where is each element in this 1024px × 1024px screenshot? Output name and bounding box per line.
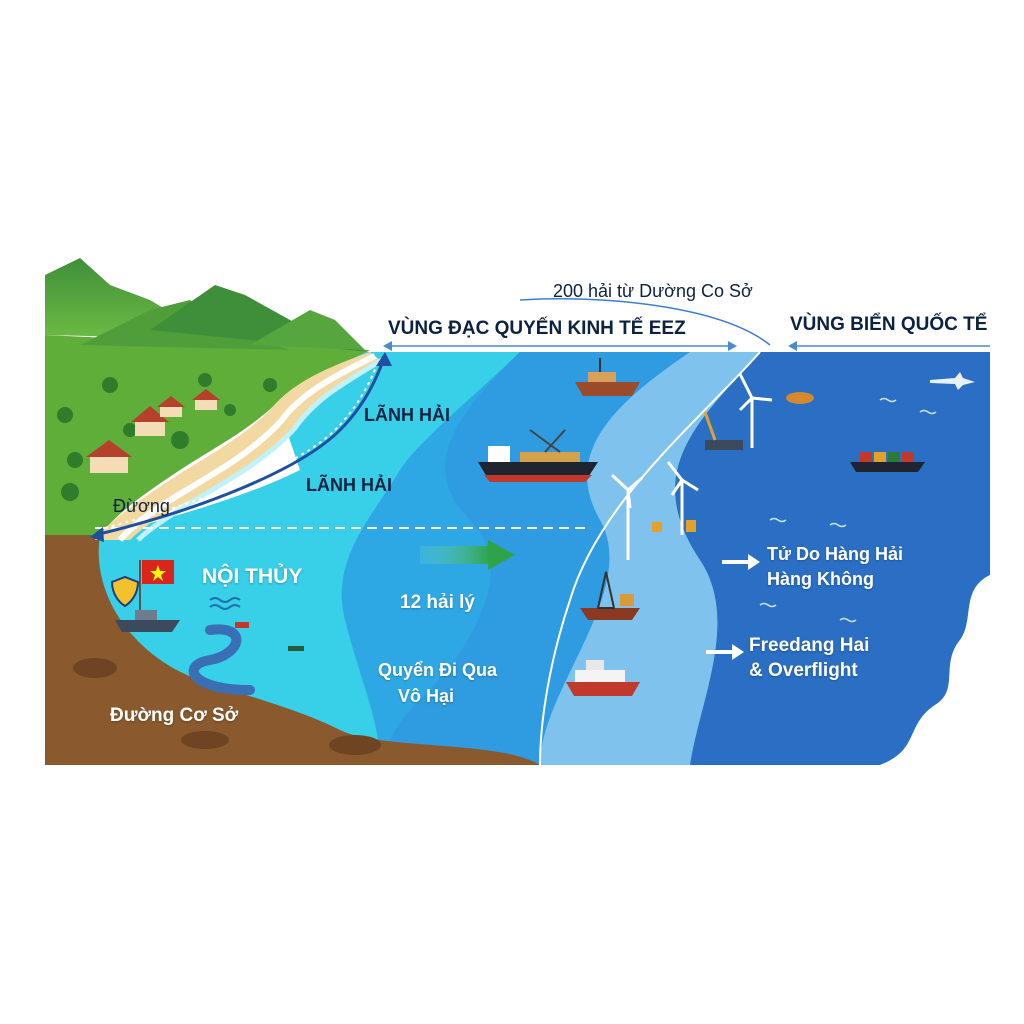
ocean-edge	[880, 575, 990, 765]
surf-line	[117, 353, 377, 542]
wave-marks	[759, 397, 937, 623]
baseline-label: Đường Cơ Sở	[110, 705, 239, 726]
flag-star-icon	[150, 565, 166, 581]
territorial-sea-label: LÃNH HẢI	[306, 475, 392, 495]
wave-icon	[209, 597, 241, 603]
buoy-icon	[786, 392, 814, 404]
freedom-en-label-2: & Overflight	[749, 660, 858, 681]
shield-icon	[110, 575, 140, 608]
arrow-head	[383, 341, 392, 351]
eez-boundary-line	[539, 351, 761, 766]
soil-spot	[73, 658, 117, 678]
internal-waters-label: NỘI THỦY	[202, 565, 303, 588]
200nm-label: 200 hải từ Dường Co Sở	[553, 281, 753, 301]
oil-rig-boat-icon	[580, 571, 640, 620]
soil-spot	[329, 735, 381, 755]
arrow-head-down	[90, 527, 104, 542]
small-boat	[235, 622, 249, 628]
freedom-vi-label-1: Tử Do Hàng Hải	[767, 544, 904, 564]
mountain	[250, 310, 365, 350]
freedom-en-label-1: Freedang Hai	[749, 635, 870, 656]
village-houses	[86, 389, 220, 473]
small-boat	[288, 646, 304, 651]
surf-line	[136, 357, 384, 542]
baseline-arrow	[94, 354, 387, 537]
twelve-nm-label: 12 hải lý	[400, 592, 475, 613]
cargo-ship-icon	[478, 429, 598, 482]
soil-spot	[181, 731, 229, 749]
container-ship-icon	[850, 452, 925, 472]
offshore-platform-icon	[652, 411, 743, 532]
baseline-dotted	[104, 361, 379, 529]
passenger-ship-icon	[566, 660, 640, 696]
eez-title: VÙNG ĐẠC QUYẾN KINH TẾ EEZ	[388, 318, 686, 339]
mountain	[45, 258, 260, 340]
freedom-arrow-icon	[722, 554, 760, 570]
200nm-arc	[519, 298, 771, 346]
beach	[95, 352, 380, 540]
baseline-short-label: Đừơng	[113, 496, 170, 516]
seabed-land	[45, 535, 540, 765]
freedom-arrow-icon	[706, 644, 744, 660]
airplane-icon	[930, 372, 975, 390]
fishing-boat-icon	[575, 358, 640, 396]
arrow-head	[788, 341, 797, 351]
international-waters-title: VÙNG BIỂN QUỐC TỂ	[790, 314, 988, 335]
arrow-head-up	[376, 352, 392, 366]
freedom-vi-label-2: Hàng Không	[767, 569, 874, 589]
zone-direction-arrow	[420, 546, 490, 564]
patrol-boat	[115, 620, 180, 632]
trees	[57, 373, 277, 501]
river	[188, 624, 255, 695]
wind-turbine-icon	[610, 373, 773, 560]
innocent-passage-label-1: Quyển Đi Qua	[378, 660, 498, 680]
innocent-passage-label-2: Vô Hại	[398, 686, 455, 706]
coastal-land	[45, 335, 370, 535]
territorial-sea-label: LÃNH HẢI	[364, 405, 450, 425]
wave-icon	[209, 604, 241, 610]
arrow-head	[728, 341, 737, 351]
